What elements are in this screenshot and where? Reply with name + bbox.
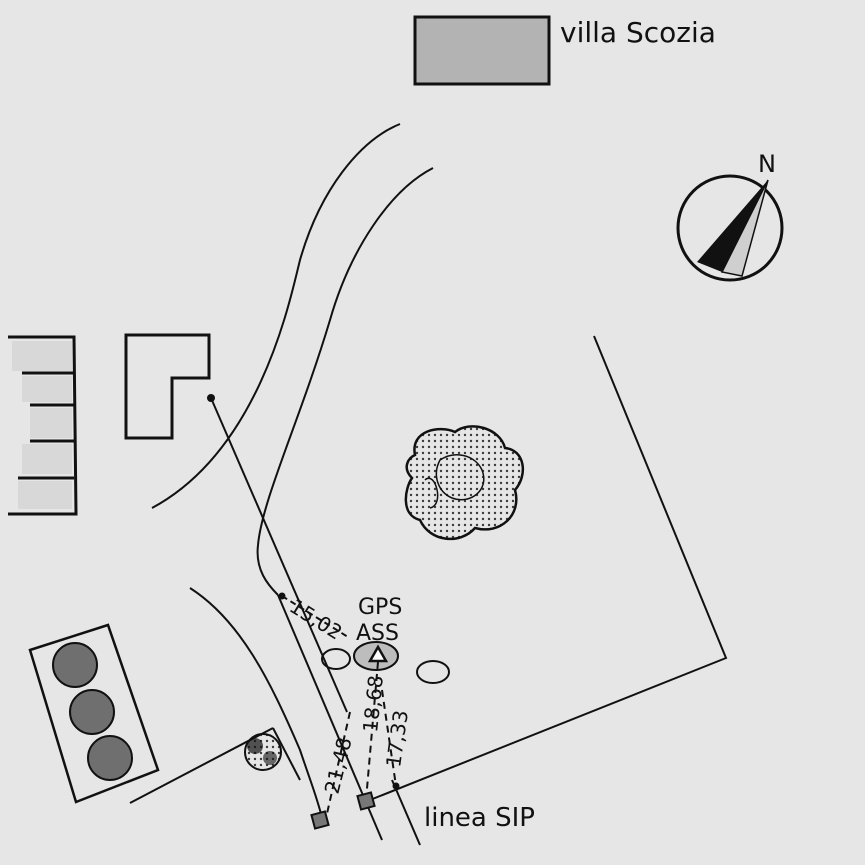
shrub-left bbox=[321, 648, 351, 670]
large-tree-icon bbox=[404, 425, 525, 541]
round-structures-block bbox=[28, 623, 160, 804]
l-building bbox=[124, 333, 211, 440]
row-unit-5 bbox=[18, 481, 72, 509]
round-structure-1 bbox=[52, 642, 98, 688]
shrub-right bbox=[416, 660, 450, 684]
row-unit-4 bbox=[22, 444, 72, 474]
villa-label: villa Scozia bbox=[560, 16, 716, 49]
row-buildings bbox=[8, 335, 78, 516]
measure-line-3 bbox=[325, 711, 351, 819]
measure-line-4 bbox=[381, 689, 397, 787]
row-unit-2 bbox=[22, 376, 72, 402]
round-structures-outline bbox=[28, 623, 160, 804]
villa-building bbox=[413, 15, 551, 86]
measure-label-1: 15,02 bbox=[285, 594, 346, 645]
field-boundary bbox=[369, 335, 728, 801]
compass: N bbox=[676, 150, 784, 282]
compass-ring bbox=[676, 174, 784, 282]
benchmark-square-2 bbox=[356, 791, 376, 811]
measure-line-1 bbox=[281, 595, 349, 638]
round-structure-2 bbox=[69, 689, 115, 735]
compass-needle-light bbox=[720, 179, 769, 277]
row-unit-1 bbox=[12, 341, 72, 371]
reference-line bbox=[210, 397, 348, 713]
north-label: N bbox=[758, 150, 776, 178]
small-tree-icon bbox=[244, 733, 282, 771]
row-outline bbox=[8, 335, 78, 516]
measure-point-1 bbox=[278, 592, 286, 600]
measure-label-2: 18,68 bbox=[358, 674, 388, 733]
road-lower-left bbox=[189, 587, 323, 819]
benchmark-square-1 bbox=[310, 810, 330, 830]
road-edge-outer bbox=[151, 123, 401, 509]
round-structure-3 bbox=[87, 735, 133, 781]
gps-station-icon bbox=[367, 644, 389, 663]
compass-needle-dark bbox=[697, 180, 768, 272]
gps-label-1: GPS bbox=[358, 595, 402, 620]
sip-line bbox=[391, 779, 421, 846]
road-edge-inner bbox=[256, 167, 434, 596]
gps-label-2: ASS bbox=[356, 621, 399, 646]
row-unit-3 bbox=[30, 408, 72, 438]
lower-boundary-side bbox=[272, 727, 301, 781]
sip-label: linea SIP bbox=[424, 803, 535, 833]
